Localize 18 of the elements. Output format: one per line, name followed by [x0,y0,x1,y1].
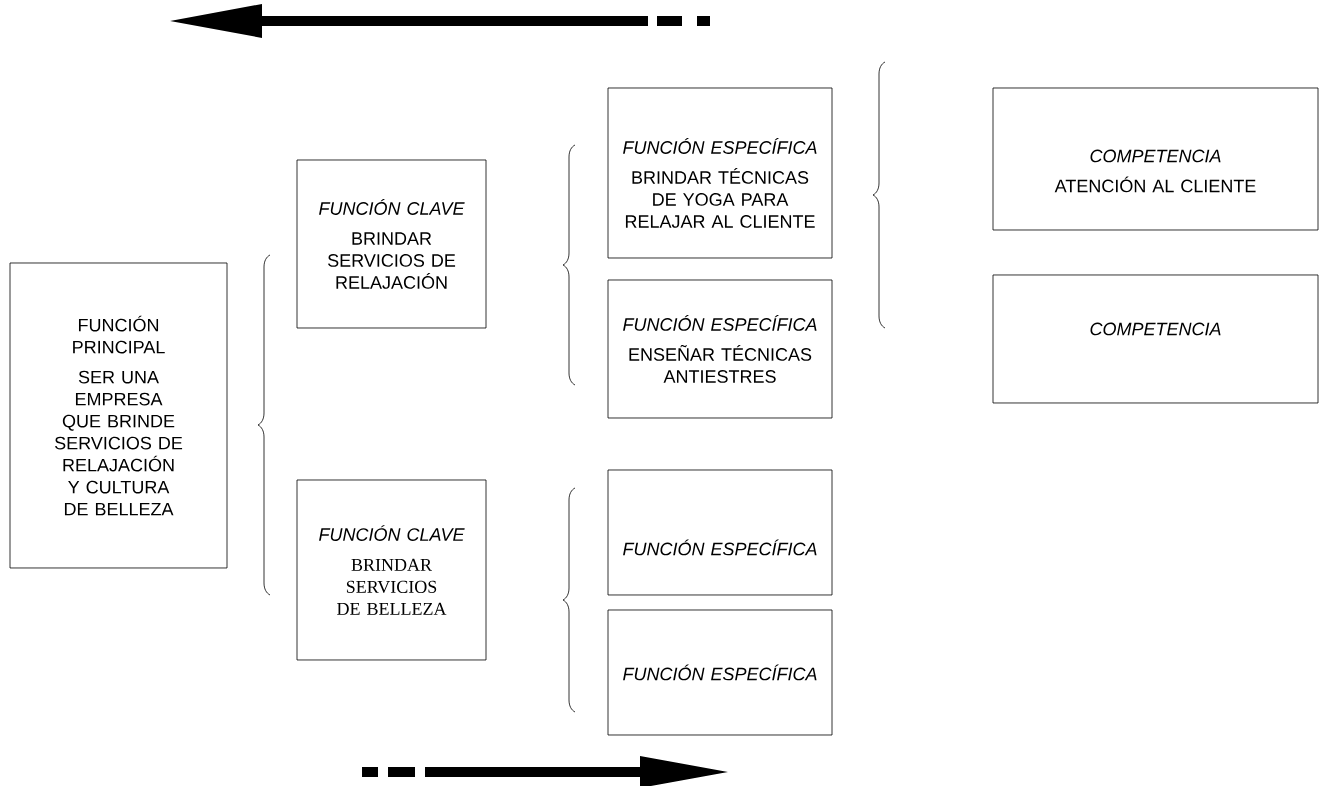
box-text: FUNCIÓN CLAVE BRINDAR SERVICIOS DE RELAJACIÓN [319,199,465,289]
box-text: FUNCIÓN ESPECÍFICA ENSEÑAR TÉCNICAS ANTIESTRES [623,315,817,383]
box-text: COMPETENCIA [1090,322,1221,336]
box-text: FUNCIÓN ESPECÍFICA [623,539,817,556]
box-text: FUNCIÓN PRINCIPAL SER UNA EMPRESA QUE BRINDE SERVICIOS DE RELAJACIÓN Y CULTURA DE BELLEZA [54,315,183,516]
box [296,159,487,329]
box [9,262,228,569]
box [607,609,833,736]
box-text: COMPETENCIA ATENCIÓN AL CLIENTE [1054,149,1256,193]
box-text: FUNCIÓN CLAVE BRINDAR SERVICIOS DE BELLEZA [319,525,465,615]
box-text: FUNCIÓN ESPECÍFICA BRINDAR TÉCNICAS DE YOGA PARA RELAJAR AL CLIENTE [623,138,817,228]
box [992,274,1319,404]
box-text: FUNCIÓN ESPECÍFICA [623,664,817,681]
box [607,279,833,419]
box [607,87,833,259]
box [296,479,487,661]
box [992,87,1319,231]
box [607,469,833,596]
